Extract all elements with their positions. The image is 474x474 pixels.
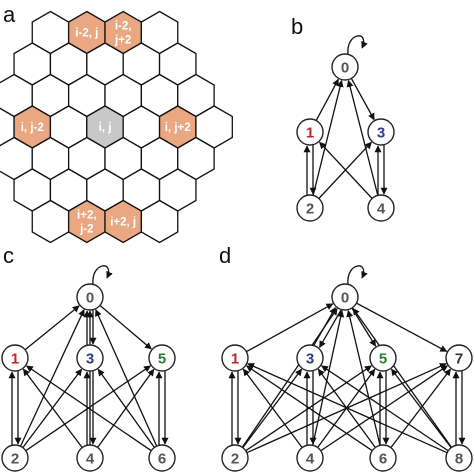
node-0 (331, 283, 359, 311)
node-label-6: 6 (158, 451, 166, 468)
node-label-4: 4 (377, 201, 386, 218)
panel-letter-c: c (3, 243, 14, 268)
node-label-0: 0 (341, 60, 349, 77)
edge-6-to-1 (26, 365, 152, 452)
node-label-7: 7 (455, 351, 463, 368)
node-label-0: 0 (86, 290, 94, 307)
edge-4-to-0 (346, 79, 379, 196)
hex-label: i, j (99, 122, 112, 134)
node-5 (369, 344, 397, 372)
edge-6-to-1 (246, 365, 373, 452)
hex-label: i, j-2 (21, 122, 44, 134)
edge-2-to-0 (19, 309, 85, 447)
panel-letter-d: d (219, 243, 231, 268)
panel-letter-a: a (3, 2, 16, 27)
hex-lattice-panel: i-2, j i-2, j+2 i, j-2 i, j i, j+2 i+2, j-2 i+2,… (0, 10, 233, 244)
edge-8-to-5 (390, 368, 452, 449)
edge-1-to-0 (315, 78, 339, 121)
edge-0-to-5 (99, 304, 152, 350)
node-5 (148, 344, 176, 372)
edge-1-to-0 (246, 303, 334, 353)
edge-6-to-0 (95, 309, 158, 447)
node-4 (367, 194, 395, 222)
edge-2-to-0 (312, 79, 344, 196)
node-1 (1, 344, 29, 372)
node-label-4: 4 (306, 451, 315, 468)
hex-label: i+2, j (110, 217, 136, 229)
edge-2-to-0 (241, 307, 338, 448)
hex-label: j+2 (114, 35, 131, 47)
node-2 (1, 444, 29, 472)
edge-1-to-0 (24, 305, 80, 351)
edge-6-to-0 (346, 309, 381, 446)
self-loop-0 (347, 265, 368, 285)
node-2 (221, 444, 249, 472)
edge-0-to-7 (356, 302, 448, 352)
hex-label: i, j+2 (165, 122, 191, 134)
node-label-3: 3 (377, 125, 385, 142)
node-6 (369, 444, 397, 472)
hex-label: i-2, (115, 21, 132, 33)
node-2 (296, 194, 324, 222)
self-loop-0 (92, 265, 113, 285)
node-label-6: 6 (379, 451, 387, 468)
edge-6-to-3 (97, 368, 155, 448)
node-label-3: 3 (306, 351, 314, 368)
node-label-2: 2 (306, 201, 314, 218)
node-0 (331, 53, 359, 81)
edge-4-to-1 (242, 368, 303, 448)
node-1 (296, 118, 324, 146)
node-7 (445, 344, 473, 372)
node-1 (221, 344, 249, 372)
graph-panel-c: 0 1 3 5 2 4 6 (1, 265, 176, 472)
graph-panel-d: 0 1 3 5 7 2 4 6 8 (221, 265, 473, 472)
node-0 (76, 283, 104, 311)
node-label-4: 4 (86, 451, 95, 468)
hex-cell (140, 199, 179, 244)
graph-panel-b: 0 1 3 2 4 (296, 35, 395, 222)
edge-8-to-1 (247, 363, 448, 454)
node-8 (445, 444, 473, 472)
hex-label: j-2 (79, 224, 93, 236)
node-label-5: 5 (379, 351, 387, 368)
edge-4-to-1 (22, 368, 83, 448)
node-label-1: 1 (231, 351, 239, 368)
self-loop-0 (347, 35, 368, 55)
node-label-2: 2 (11, 451, 19, 468)
node-label-3: 3 (86, 351, 94, 368)
edge-8-to-0 (352, 307, 453, 448)
node-label-1: 1 (11, 351, 19, 368)
node-3 (76, 344, 104, 372)
node-label-8: 8 (455, 451, 463, 468)
node-label-1: 1 (306, 125, 314, 142)
node-4 (296, 444, 324, 472)
node-label-5: 5 (158, 351, 166, 368)
node-label-2: 2 (231, 451, 239, 468)
edge-0-to-3 (350, 78, 375, 121)
node-3 (296, 344, 324, 372)
panel-letter-b: b (291, 14, 303, 39)
node-6 (148, 444, 176, 472)
hex-label: i+2, (77, 210, 97, 222)
hex-label: i-2, j (75, 28, 98, 40)
node-4 (76, 444, 104, 472)
node-3 (367, 118, 395, 146)
edge-4-to-0 (312, 309, 345, 446)
node-label-0: 0 (341, 290, 349, 307)
edge-8-to-3 (321, 365, 449, 452)
edge-4-to-1 (319, 141, 373, 199)
